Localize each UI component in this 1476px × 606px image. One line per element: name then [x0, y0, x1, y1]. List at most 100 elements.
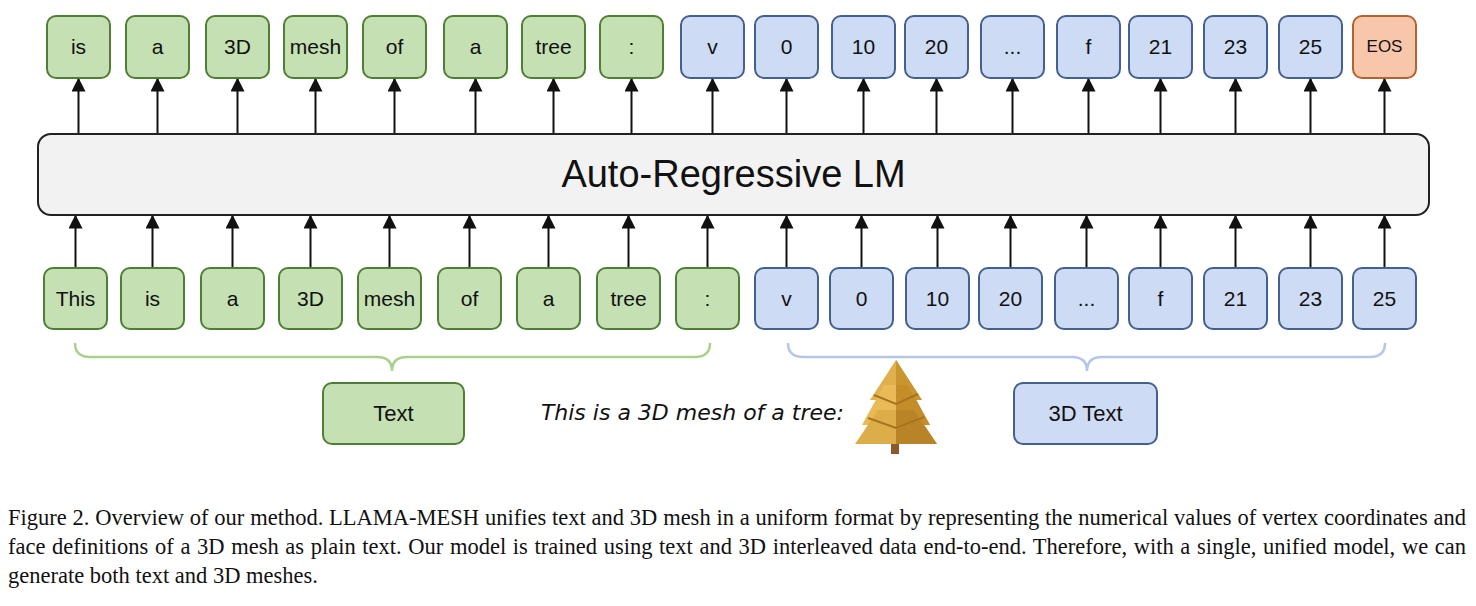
- token-text: Auto-Regressive LM: [561, 153, 905, 196]
- token-text: f: [1086, 35, 1092, 59]
- token-text: of: [386, 35, 404, 59]
- token-box: 10: [831, 15, 896, 79]
- flow-arrow: [863, 79, 865, 133]
- flow-arrow: [1384, 79, 1386, 133]
- flow-arrow: [394, 79, 396, 133]
- flow-arrow: [548, 216, 550, 267]
- token-text: 3D: [224, 35, 251, 59]
- flow-arrow: [1160, 79, 1162, 133]
- legend-box: Text: [322, 382, 465, 445]
- token-text: 25: [1299, 35, 1322, 59]
- token-box: of: [437, 267, 502, 330]
- token-text: EOS: [1367, 37, 1403, 57]
- flow-arrow: [310, 216, 312, 267]
- token-text: ...: [1004, 35, 1022, 59]
- text-bracket: [75, 343, 710, 371]
- token-box: 23: [1278, 267, 1343, 330]
- token-text: 3D: [297, 287, 324, 311]
- flow-arrow: [475, 79, 477, 133]
- model-box: Auto-Regressive LM: [37, 133, 1430, 216]
- token-box: f: [1128, 267, 1193, 330]
- token-box: 0: [754, 15, 819, 79]
- token-box: 0: [829, 267, 894, 330]
- token-box: of: [362, 15, 427, 79]
- token-box: a: [200, 267, 265, 330]
- flow-arrow: [631, 79, 633, 133]
- token-text: ...: [1078, 287, 1096, 311]
- token-box: is: [120, 267, 185, 330]
- token-text: mesh: [290, 35, 341, 59]
- token-text: Text: [373, 401, 413, 427]
- token-text: tree: [535, 35, 571, 59]
- token-box: 25: [1352, 267, 1417, 330]
- flow-arrow: [553, 79, 555, 133]
- token-box: a: [125, 15, 190, 79]
- token-text: tree: [610, 287, 646, 311]
- token-box: tree: [521, 15, 586, 79]
- token-box: This: [43, 267, 108, 330]
- figure-caption: Figure 2. Overview of our method. LLAMA-…: [8, 503, 1466, 590]
- token-text: This: [56, 287, 96, 311]
- token-box: 25: [1278, 15, 1343, 79]
- flow-arrow: [1235, 216, 1237, 267]
- token-box: a: [516, 267, 581, 330]
- 3d-bracket: [788, 343, 1385, 371]
- token-text: of: [461, 287, 479, 311]
- flow-arrow: [936, 79, 938, 133]
- flow-arrow: [237, 79, 239, 133]
- token-box: mesh: [357, 267, 422, 330]
- token-text: a: [543, 287, 555, 311]
- flow-arrow: [1310, 79, 1312, 133]
- flow-arrow: [469, 216, 471, 267]
- token-text: v: [707, 35, 718, 59]
- token-box: f: [1056, 15, 1121, 79]
- flow-arrow: [389, 216, 391, 267]
- token-box: 21: [1203, 267, 1268, 330]
- token-text: f: [1158, 287, 1164, 311]
- token-box: EOS: [1352, 15, 1417, 79]
- token-box: :: [599, 15, 664, 79]
- flow-arrow: [157, 79, 159, 133]
- token-box: ...: [1054, 267, 1119, 330]
- flow-arrow: [712, 79, 714, 133]
- token-text: mesh: [364, 287, 415, 311]
- token-box: tree: [596, 267, 661, 330]
- flow-arrow: [1012, 79, 1014, 133]
- prompt-label: This is a 3D mesh of a tree:: [541, 400, 844, 425]
- token-text: 23: [1299, 287, 1322, 311]
- token-text: 3D Text: [1048, 401, 1122, 427]
- flow-arrow: [1086, 216, 1088, 267]
- token-box: is: [46, 15, 111, 79]
- token-box: v: [754, 267, 819, 330]
- flow-arrow: [232, 216, 234, 267]
- token-box: 21: [1128, 15, 1193, 79]
- flow-arrow: [152, 216, 154, 267]
- flow-arrow: [75, 216, 77, 267]
- flow-arrow: [1088, 79, 1090, 133]
- flow-arrow: [786, 216, 788, 267]
- token-box: v: [680, 15, 745, 79]
- token-text: 20: [925, 35, 948, 59]
- flow-arrow: [1235, 79, 1237, 133]
- flow-arrow: [786, 79, 788, 133]
- token-box: 20: [904, 15, 969, 79]
- flow-arrow: [937, 216, 939, 267]
- flow-arrow: [1384, 216, 1386, 267]
- token-box: 3D: [205, 15, 270, 79]
- token-box: 10: [905, 267, 970, 330]
- token-text: is: [145, 287, 160, 311]
- token-text: is: [71, 35, 86, 59]
- token-text: 23: [1224, 35, 1247, 59]
- flow-arrow: [1010, 216, 1012, 267]
- flow-arrow: [1310, 216, 1312, 267]
- token-box: 23: [1203, 15, 1268, 79]
- token-text: a: [227, 287, 239, 311]
- legend-box: 3D Text: [1013, 382, 1158, 445]
- token-text: 10: [852, 35, 875, 59]
- flow-arrow: [628, 216, 630, 267]
- token-text: :: [629, 35, 635, 59]
- token-box: ...: [980, 15, 1045, 79]
- flow-arrow: [315, 79, 317, 133]
- token-text: 0: [781, 35, 793, 59]
- token-text: v: [781, 287, 792, 311]
